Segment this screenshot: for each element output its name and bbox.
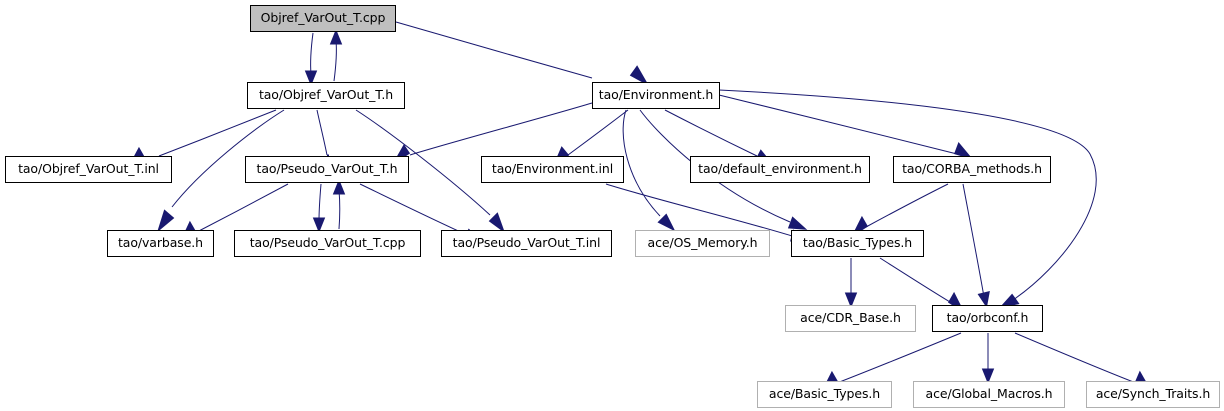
graph-node-label: tao/default_environment.h bbox=[698, 161, 862, 177]
graph-node-label: Objref_VarOut_T.cpp bbox=[260, 10, 386, 26]
graph-node-label: ace/Basic_Types.h bbox=[768, 386, 881, 402]
graph-node-label: tao/Environment.inl bbox=[491, 161, 614, 177]
graph-node-orbconf_h[interactable]: tao/orbconf.h bbox=[932, 305, 1043, 332]
graph-node-objref_inl[interactable]: tao/Objref_VarOut_T.inl bbox=[5, 156, 172, 183]
edge-arrowhead bbox=[329, 28, 343, 45]
edge-arrowhead bbox=[312, 217, 326, 234]
graph-edge-environment_h-to-os_memory_h bbox=[622, 109, 676, 232]
edge-arrowhead bbox=[304, 70, 318, 87]
edge-arrowhead bbox=[157, 209, 175, 233]
graph-edge-environment_h-to-pseudo_h bbox=[394, 102, 593, 163]
graph-edge-orbconf_h-to-basic_types_ace_h bbox=[821, 332, 962, 393]
graph-node-label: tao/Objref_VarOut_T.inl bbox=[18, 161, 159, 177]
graph-node-label: ace/Synch_Traits.h bbox=[1095, 386, 1211, 402]
graph-node-label: ace/OS_Memory.h bbox=[647, 235, 758, 251]
edge-arrowhead bbox=[657, 213, 676, 232]
edge-arrowhead bbox=[844, 292, 858, 309]
graph-node-varbase_h[interactable]: tao/varbase.h bbox=[107, 230, 214, 257]
edge-arrowhead bbox=[488, 212, 506, 234]
edge-arrowhead bbox=[332, 178, 346, 195]
graph-edge-objref_h-to-objref_cpp bbox=[329, 28, 343, 82]
edge-arrowhead bbox=[787, 216, 808, 230]
graph-node-environment_inl[interactable]: tao/Environment.inl bbox=[481, 156, 624, 183]
edge-arrowhead bbox=[629, 65, 649, 86]
graph-node-cdr_base_h[interactable]: ace/CDR_Base.h bbox=[785, 305, 916, 332]
graph-edge-objref_cpp-to-objref_h bbox=[304, 32, 318, 87]
graph-node-label: tao/Objref_VarOut_T.h bbox=[258, 87, 394, 103]
graph-edge-basic_types_tao_h-to-cdr_base_h bbox=[844, 258, 858, 309]
graph-node-os_memory_h[interactable]: ace/OS_Memory.h bbox=[635, 230, 770, 257]
graph-edge-objref_cpp-to-environment_h bbox=[395, 21, 649, 86]
graph-edge-basic_types_tao_h-to-orbconf_h bbox=[879, 257, 965, 314]
graph-node-basic_types_ace_h[interactable]: ace/Basic_Types.h bbox=[757, 381, 892, 408]
graph-edge-corba_methods_h-to-orbconf_h bbox=[962, 183, 990, 308]
graph-node-label: ace/CDR_Base.h bbox=[800, 310, 901, 326]
graph-node-pseudo_h[interactable]: tao/Pseudo_VarOut_T.h bbox=[245, 156, 409, 183]
graph-node-label: tao/orbconf.h bbox=[946, 310, 1029, 326]
graph-node-objref_cpp[interactable]: Objref_VarOut_T.cpp bbox=[250, 5, 396, 32]
graph-node-label: tao/CORBA_methods.h bbox=[902, 161, 1042, 177]
graph-node-objref_h[interactable]: tao/Objref_VarOut_T.h bbox=[247, 82, 405, 109]
graph-node-label: ace/Global_Macros.h bbox=[925, 386, 1053, 402]
edge-arrowhead bbox=[977, 290, 990, 308]
graph-node-label: tao/Pseudo_VarOut_T.cpp bbox=[249, 235, 406, 251]
graph-edge-orbconf_h-to-synch_traits_h bbox=[1014, 332, 1150, 390]
graph-node-basic_types_tao_h[interactable]: tao/Basic_Types.h bbox=[791, 230, 924, 257]
edge-arrowhead bbox=[981, 368, 995, 385]
graph-node-corba_methods_h[interactable]: tao/CORBA_methods.h bbox=[893, 156, 1051, 183]
graph-node-label: tao/Pseudo_VarOut_T.h bbox=[256, 161, 398, 177]
graph-node-environment_h[interactable]: tao/Environment.h bbox=[592, 82, 720, 109]
graph-edge-objref_h-to-pseudo_h bbox=[316, 109, 329, 158]
graph-node-default_env_h[interactable]: tao/default_environment.h bbox=[690, 156, 870, 183]
graph-node-label: tao/Basic_Types.h bbox=[802, 235, 913, 251]
graph-edge-pseudo_h-to-pseudo_cpp bbox=[312, 183, 326, 234]
graph-node-pseudo_cpp[interactable]: tao/Pseudo_VarOut_T.cpp bbox=[234, 230, 421, 257]
graph-node-synch_traits_h[interactable]: ace/Synch_Traits.h bbox=[1086, 381, 1220, 408]
graph-node-label: tao/varbase.h bbox=[117, 235, 203, 251]
graph-node-label: tao/Environment.h bbox=[598, 87, 714, 103]
graph-node-label: tao/Pseudo_VarOut_T.inl bbox=[452, 235, 601, 251]
graph-node-global_macros_h[interactable]: ace/Global_Macros.h bbox=[913, 381, 1065, 408]
graph-edge-environment_h-to-orbconf_h bbox=[718, 89, 1097, 309]
graph-edge-environment_h-to-corba_methods_h bbox=[718, 94, 974, 160]
graph-edge-pseudo_cpp-to-pseudo_h bbox=[332, 178, 346, 230]
graph-edge-orbconf_h-to-global_macros_h bbox=[981, 333, 995, 385]
graph-node-pseudo_inl[interactable]: tao/Pseudo_VarOut_T.inl bbox=[441, 230, 612, 257]
graph-edge-corba_methods_h-to-basic_types_tao_h bbox=[851, 183, 949, 238]
